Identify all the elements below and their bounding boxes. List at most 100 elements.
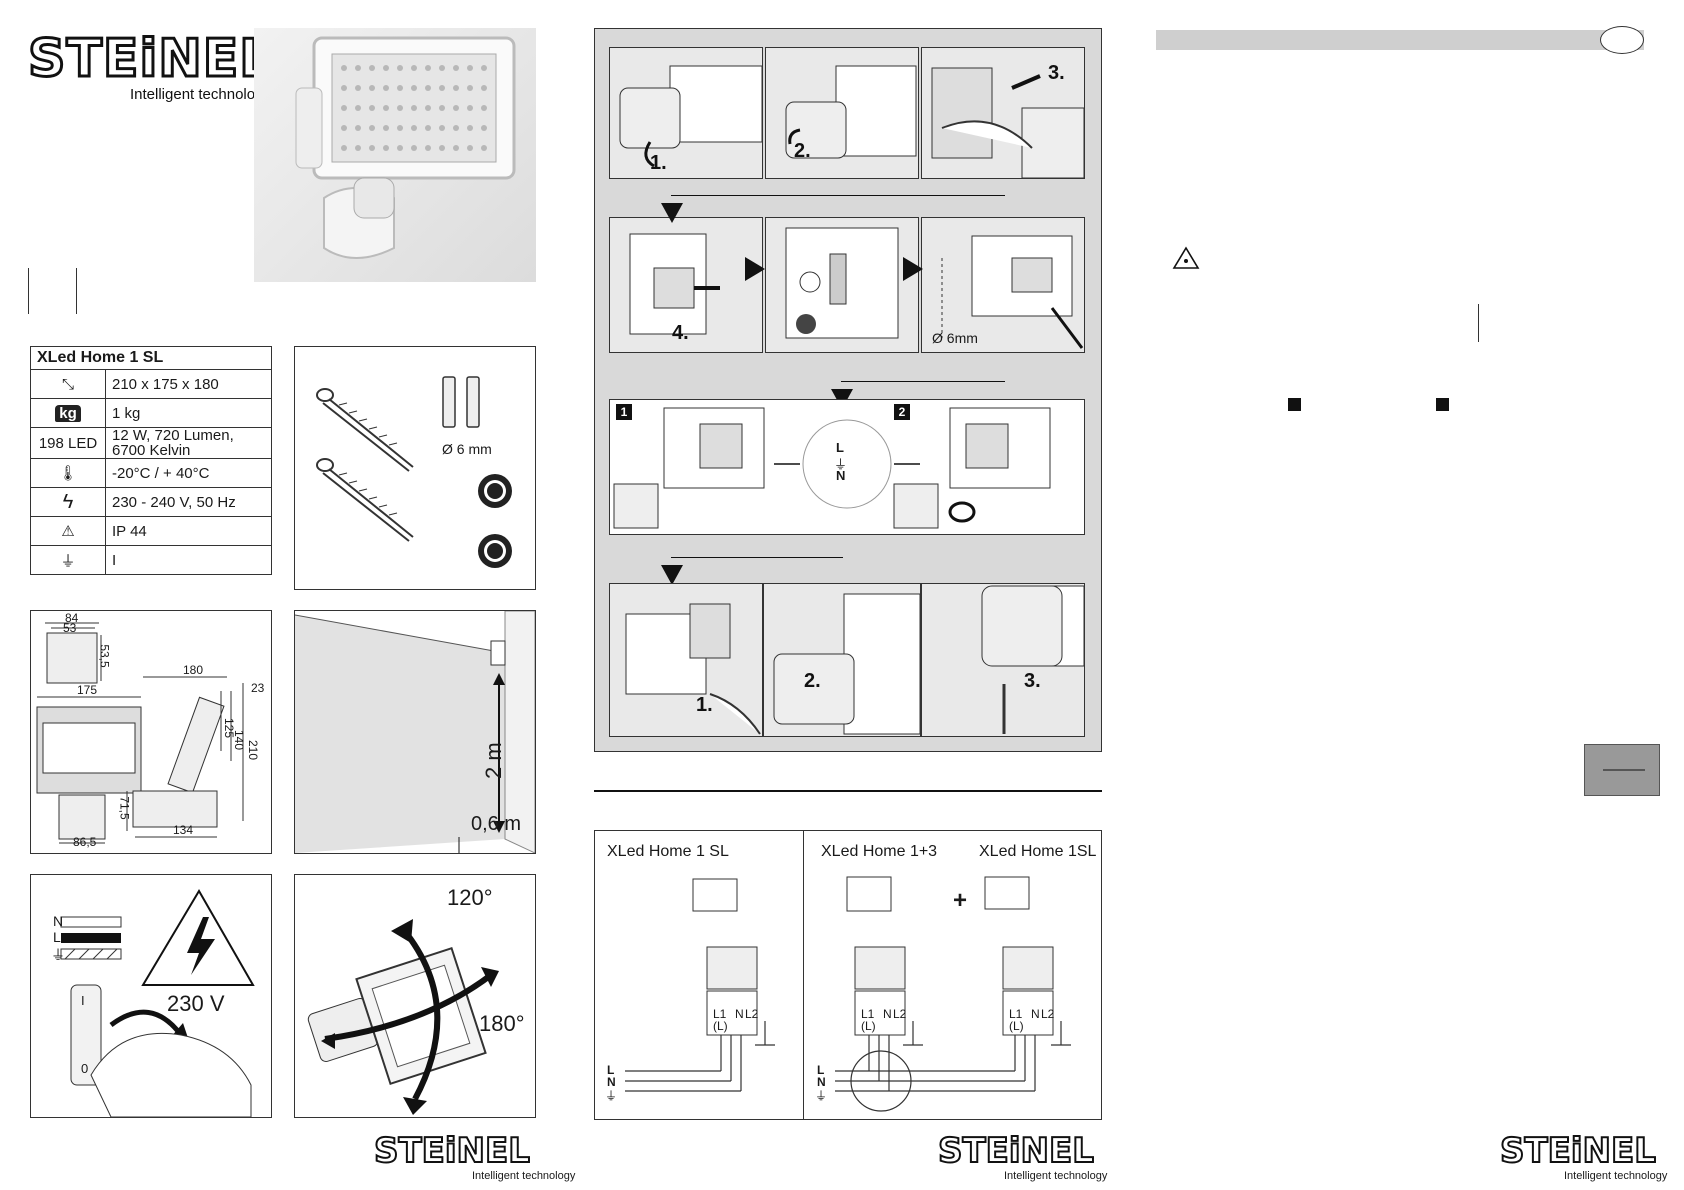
step-image xyxy=(765,217,919,353)
mains-L-label: L xyxy=(607,1063,615,1077)
step-number: 2. xyxy=(794,140,811,162)
step-pull-out-drawing xyxy=(931,67,1084,178)
mounting-height-label: 2 m xyxy=(481,742,506,779)
spec-value: I xyxy=(105,545,272,575)
dim-175: 175 xyxy=(77,683,98,697)
floodlight-illustration xyxy=(295,36,516,259)
terminal-l1-label: L1 xyxy=(861,1007,875,1021)
mains-switch-drawing xyxy=(60,889,255,1118)
power-off-panel: N L ⏚ 230 V I 0 xyxy=(30,874,272,1118)
step-wall-plate-drawing xyxy=(785,227,899,339)
led-count: 198 LED xyxy=(30,427,106,459)
header-bar xyxy=(1156,30,1644,50)
svg-text:STEiNEL: STEiNEL xyxy=(374,1131,530,1171)
screws-illustration xyxy=(316,376,512,568)
mounting-distance-label: 0,6 m xyxy=(471,813,522,835)
mains-N-label: N xyxy=(817,1075,826,1089)
lightning-icon: ϟ xyxy=(62,490,74,513)
arrow-right-icon xyxy=(745,257,765,281)
dim-53: 53 xyxy=(63,621,77,635)
section-divider xyxy=(594,790,1102,792)
dimensions-icon: ⤡ xyxy=(61,375,74,393)
wiring-schematic xyxy=(625,876,1071,1112)
rotation-panel: 120° 180° xyxy=(294,874,536,1118)
step-number: 4. xyxy=(672,322,689,344)
divider-line xyxy=(28,268,29,314)
mounting-panel: 2 m 0,6 m xyxy=(294,610,536,854)
dim-210: 210 xyxy=(246,739,261,761)
dim-140: 140 xyxy=(232,729,247,751)
steinel-logo-mark: STEiNEL xyxy=(1499,1130,1657,1172)
step-reconnect-drawing xyxy=(625,603,761,735)
table-row: ⚠ IP 44 xyxy=(30,516,272,546)
spec-value: -20°C / + 40°C xyxy=(105,458,272,488)
bullet-square xyxy=(1288,398,1301,411)
step-image: 1. xyxy=(609,583,763,737)
terminal-l1-label: L1 xyxy=(713,1007,727,1021)
connector-line xyxy=(671,195,1005,196)
terminal-n-label: N xyxy=(735,1007,744,1021)
dim-134: 134 xyxy=(173,823,194,837)
steinel-logo-mark: STEiNEL xyxy=(27,28,274,91)
thermometer-icon: 🌡 xyxy=(58,465,78,482)
language-tab xyxy=(1584,744,1660,796)
mains-N-label: N xyxy=(607,1075,616,1089)
option-1-badge: 1 xyxy=(616,404,632,420)
terminal-n-label: N xyxy=(883,1007,892,1021)
step-close-cover-drawing xyxy=(773,593,920,735)
brand-logo-bottom: STEiNEL Intelligent technology xyxy=(936,1126,1107,1182)
installation-steps-panel: 1. 2. 3. 4. xyxy=(594,28,1102,752)
step-open-cover-drawing xyxy=(619,65,762,168)
tab-line xyxy=(1603,769,1645,771)
wiring-options-strip: 1 2 L ⏚ N xyxy=(609,399,1085,535)
dimensions-panel: 84 53 53,5 175 180 23 125 140 210 71,5 1… xyxy=(30,610,272,854)
neutral-label: N xyxy=(53,913,64,929)
table-row: ϟ 230 - 240 V, 50 Hz xyxy=(30,487,272,517)
step-tighten-screw-drawing xyxy=(981,585,1084,734)
step-image: 3. xyxy=(921,583,1085,737)
vertical-angle-label: 120° xyxy=(447,885,493,910)
step-image: 2. xyxy=(763,583,921,737)
water-drop-icon: ⚠ xyxy=(61,523,75,540)
mains-L-label: L xyxy=(817,1063,825,1077)
plus-sign: + xyxy=(953,887,968,914)
anchor-size-label: Ø 6 mm xyxy=(442,441,492,457)
weight-icon: kg xyxy=(55,404,81,422)
spec-value: IP 44 xyxy=(105,516,272,546)
brand-tagline: Intelligent technology xyxy=(472,1170,576,1182)
ground-icon: ⏚ xyxy=(51,947,65,963)
dim-23: 23 xyxy=(251,681,265,695)
terminal-l1-label: L1 xyxy=(1009,1007,1023,1021)
spec-value: 230 - 240 V, 50 Hz xyxy=(105,487,272,517)
step-image: Ø 6mm xyxy=(921,217,1085,353)
terminal-l2-label: L2 xyxy=(893,1007,907,1021)
step-image: 4. xyxy=(609,217,763,353)
switch-on-label: I xyxy=(81,993,85,1008)
terminal-l2-label: L2 xyxy=(745,1007,759,1021)
ground-icon: ⏚ xyxy=(815,1089,828,1103)
horizontal-angle-label: 180° xyxy=(479,1011,525,1036)
step-drill-drawing xyxy=(941,235,1084,349)
dimension-drawing xyxy=(36,622,244,844)
brand-logo-top: STEiNEL ® Intelligent technology xyxy=(26,24,286,109)
dim-53-5: 53,5 xyxy=(97,644,112,668)
steinel-logo-mark: STEiNEL xyxy=(373,1130,531,1172)
step-image: 1. xyxy=(609,47,763,179)
spec-value: 210 x 175 x 180 xyxy=(105,369,272,399)
terminal-l1-alt-label: (L) xyxy=(861,1019,876,1033)
fixings-panel: Ø 6 mm xyxy=(294,346,536,590)
ground-icon: ⏚ xyxy=(834,457,848,472)
switch-off-label: 0 xyxy=(81,1061,89,1076)
svg-text:STEiNEL: STEiNEL xyxy=(938,1131,1094,1171)
connector-line xyxy=(671,557,843,558)
brand-tagline: Intelligent technology xyxy=(1004,1170,1108,1182)
ground-icon: ⏚ xyxy=(605,1089,618,1103)
step-image: 2. xyxy=(765,47,919,179)
voltage-label: 230 V xyxy=(167,991,225,1016)
step-number: 3. xyxy=(1048,62,1065,84)
terminal-L-label: L xyxy=(836,440,844,455)
connector-line xyxy=(841,381,1005,382)
terminal-l2-label: L2 xyxy=(1041,1007,1055,1021)
brand-tagline: Intelligent technology xyxy=(130,86,271,103)
wiring-title-single: XLed Home 1 SL xyxy=(607,843,729,860)
